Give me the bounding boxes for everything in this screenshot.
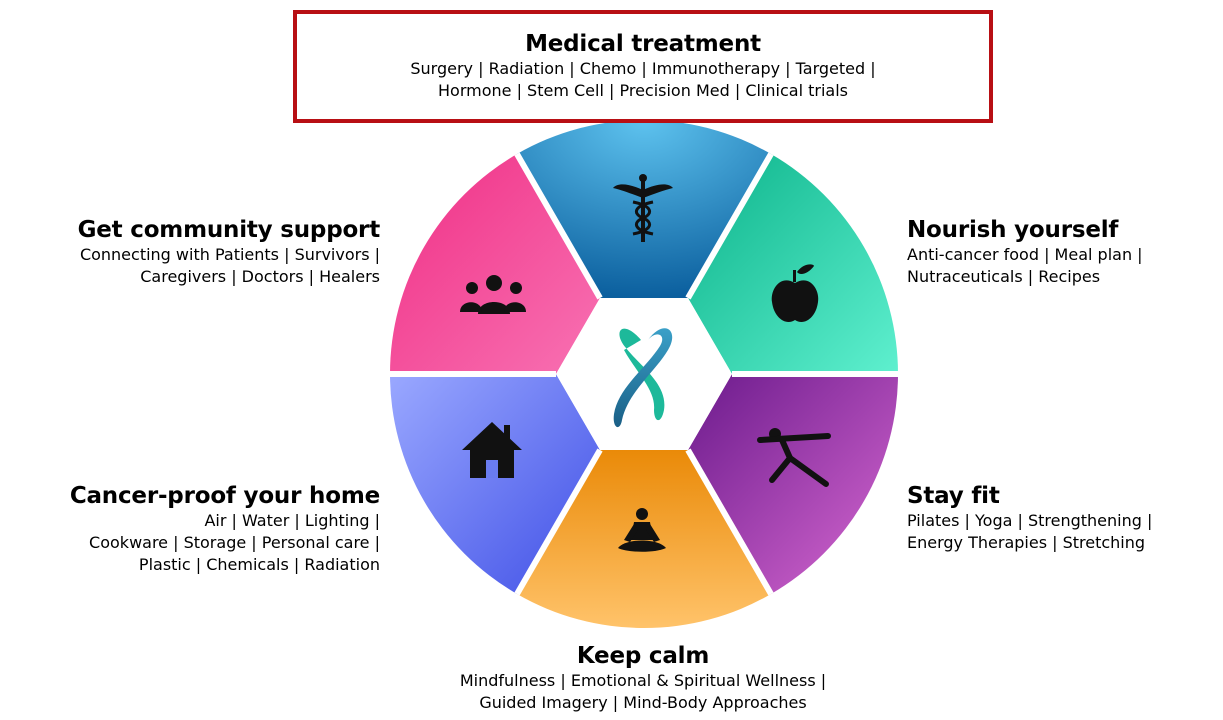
home-line-1: Air | Water | Lighting | (204, 511, 380, 530)
caduceus-icon (613, 174, 673, 242)
nourish-title: Nourish yourself (907, 217, 1119, 243)
home-line-2: Cookware | Storage | Personal care | (89, 533, 380, 552)
home-title: Cancer-proof your home (69, 483, 380, 509)
stay-fit-title: Stay fit (907, 483, 1000, 509)
community-support-line-2: Caregivers | Doctors | Healers (140, 267, 380, 286)
home-line-3: Plastic | Chemicals | Radiation (138, 555, 380, 574)
medical-treatment-line-2: Hormone | Stem Cell | Precision Med | Cl… (438, 81, 848, 100)
medical-treatment-line-1: Surgery | Radiation | Chemo | Immunother… (410, 59, 876, 78)
medical-treatment-section: Medical treatment Surgery | Radiation | … (293, 30, 993, 102)
community-support-title: Get community support (77, 217, 381, 243)
keep-calm-section: Keep calm Mindfulness | Emotional & Spir… (393, 642, 893, 714)
apple-icon (771, 264, 819, 322)
stay-fit-line-1: Pilates | Yoga | Strengthening | (907, 511, 1153, 530)
house-icon (462, 422, 522, 478)
meditation-icon (618, 508, 666, 552)
stay-fit-section: Stay fit Pilates | Yoga | Strengthening … (907, 482, 1217, 554)
medical-treatment-box (293, 10, 993, 123)
people-group-icon (460, 275, 526, 314)
community-support-section: Get community support Connecting with Pa… (10, 216, 381, 288)
nourish-section: Nourish yourself Anti-cancer food | Meal… (907, 216, 1217, 288)
keep-calm-line-1: Mindfulness | Emotional & Spiritual Well… (459, 671, 827, 690)
stay-fit-line-2: Energy Therapies | Stretching (907, 533, 1146, 552)
keep-calm-line-2: Guided Imagery | Mind-Body Approaches (479, 693, 807, 712)
community-support-line-1: Connecting with Patients | Survivors | (79, 245, 380, 264)
heart-ribbon-icon (613, 328, 673, 428)
yoga-pose-icon (757, 428, 831, 487)
home-section: Cancer-proof your home Air | Water | Lig… (0, 482, 380, 576)
medical-treatment-title: Medical treatment (525, 31, 761, 57)
nourish-line-1: Anti-cancer food | Meal plan | (907, 245, 1143, 264)
nourish-line-2: Nutraceuticals | Recipes (907, 267, 1101, 286)
keep-calm-title: Keep calm (576, 643, 710, 669)
